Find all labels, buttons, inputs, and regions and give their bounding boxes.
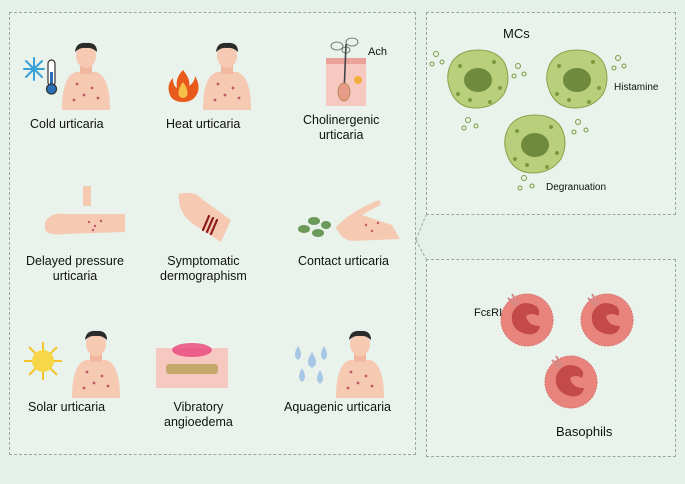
label-cholinergic-urticaria: Cholinergenic urticaria [303,113,379,143]
label-vibratory-angioedema: Vibratory angioedema [164,400,233,430]
snowflake-thermometer-icon [23,57,58,95]
label-dermographism-line2: dermographism [160,269,247,283]
degranuation-label: Degranuation [546,182,607,193]
scratched-wrist-icon [178,192,231,242]
person-torso-icon [62,42,110,110]
person-torso-icon [336,330,384,398]
label-aquagenic-urticaria: Aquagenic urticaria [284,400,392,414]
label-cholinergic-line2: urticaria [318,128,364,142]
label-vibratory-line2: angioedema [164,415,233,429]
label-delayed-pressure-line2: urticaria [52,269,98,283]
mast-cells-panel [426,12,676,215]
label-delayed-pressure-urticaria: Delayed pressure urticaria [26,254,124,284]
skin-follicle-icon [326,37,366,106]
mcs-label: MCs [503,26,530,41]
mast-cell-icon [504,114,566,174]
basophil-icon [544,355,598,409]
label-solar-urticaria: Solar urticaria [28,400,106,414]
label-cholinergic-line1: Cholinergenic [303,113,380,127]
ach-label: Ach [368,46,387,58]
pressed-arm-icon [45,186,125,235]
label-vibratory-line1: Vibratory [173,400,224,414]
label-delayed-pressure-line1: Delayed pressure [26,254,124,268]
histamine-label: Histamine [614,82,659,93]
basophils-label: Basophils [556,424,613,439]
basophils-panel [426,259,676,457]
fceri-label: FcεRI [474,307,503,319]
granules-icon [429,51,627,191]
plant-hand-icon [298,200,400,241]
person-torso-icon [203,42,251,110]
label-heat-urticaria: Heat urticaria [166,117,241,131]
flame-icon [168,70,199,102]
water-drops-icon [295,346,327,384]
vibration-skin-icon [156,343,228,388]
basophil-icon [580,293,634,347]
mast-cell-icon [447,49,509,109]
sun-icon [24,342,62,380]
label-dermographism-line1: Symptomatic [167,254,240,268]
basophil-icon [500,293,554,347]
label-symptomatic-dermographism: Symptomatic dermographism [160,254,247,284]
person-torso-icon [72,330,120,398]
label-contact-urticaria: Contact urticaria [298,254,390,268]
mast-cell-icon [546,49,608,109]
label-cold-urticaria: Cold urticaria [30,117,104,131]
